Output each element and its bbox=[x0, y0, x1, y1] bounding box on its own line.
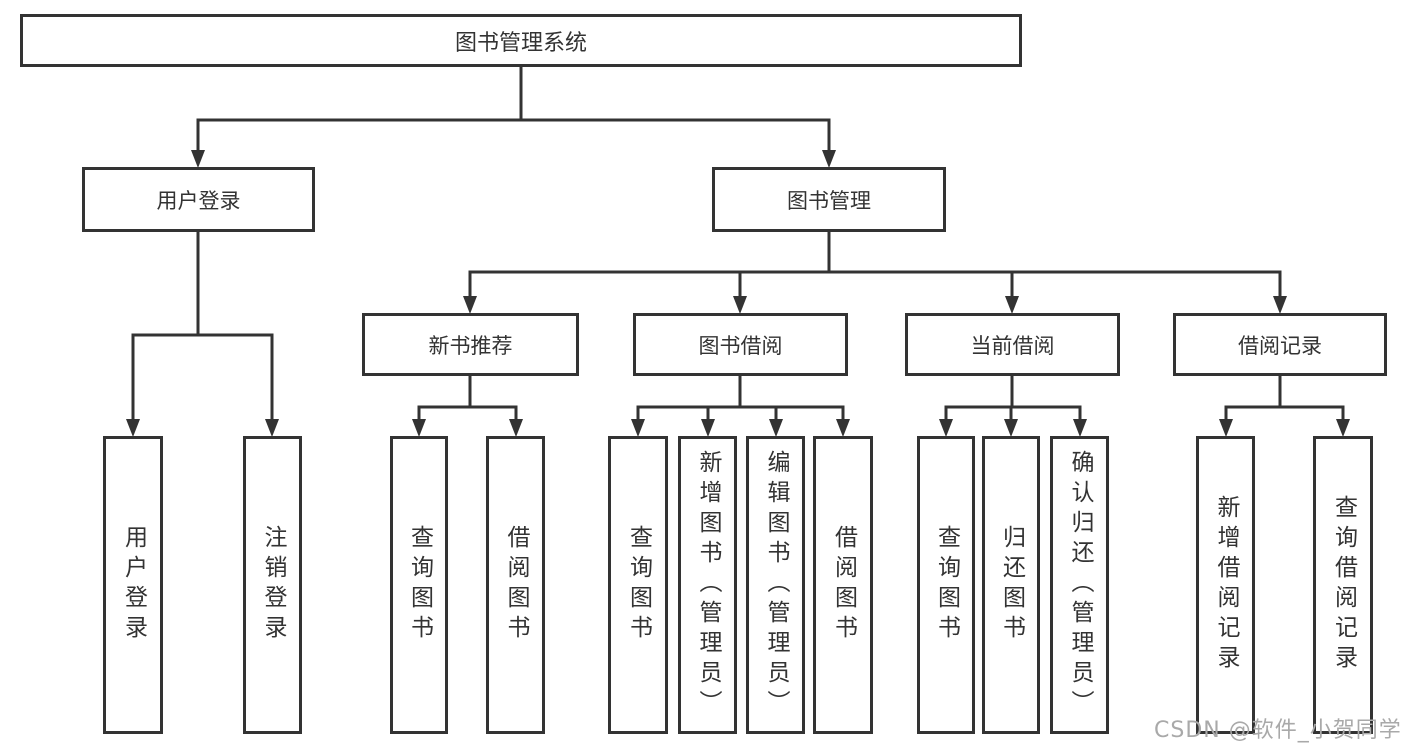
node-book-management: 图书管理 bbox=[712, 167, 946, 232]
leaf-records-query-record: 查询借阅记录 bbox=[1313, 436, 1373, 734]
leaf-borrowing-borrow-books: 借阅图书 bbox=[813, 436, 873, 734]
arrowheads bbox=[126, 150, 1350, 437]
leaf-records-add-record: 新增借阅记录 bbox=[1196, 436, 1255, 734]
node-current-borrowing: 当前借阅 bbox=[905, 313, 1120, 376]
leaf-newbooks-borrow-books: 借阅图书 bbox=[486, 436, 545, 734]
leaf-user-login: 用户登录 bbox=[103, 436, 163, 734]
leaf-borrowing-edit-books-admin: 编辑图书（管理员） bbox=[746, 436, 805, 734]
leaf-borrowing-add-books-admin: 新增图书（管理员） bbox=[678, 436, 737, 734]
leaf-current-confirm-return-admin: 确认归还（管理员） bbox=[1050, 436, 1109, 734]
leaf-logout: 注销登录 bbox=[243, 436, 302, 734]
leaf-newbooks-query-books: 查询图书 bbox=[390, 436, 448, 734]
leaf-current-return-books: 归还图书 bbox=[982, 436, 1040, 734]
watermark: CSDN @软件_小贺同学 bbox=[1154, 718, 1402, 743]
node-new-book-recommend: 新书推荐 bbox=[362, 313, 579, 376]
leaf-current-query-books: 查询图书 bbox=[917, 436, 975, 734]
node-book-management-system: 图书管理系统 bbox=[20, 14, 1022, 67]
node-book-borrowing: 图书借阅 bbox=[633, 313, 848, 376]
leaf-borrowing-query-books: 查询图书 bbox=[608, 436, 668, 734]
node-user-login: 用户登录 bbox=[82, 167, 315, 232]
node-borrowing-records: 借阅记录 bbox=[1173, 313, 1387, 376]
